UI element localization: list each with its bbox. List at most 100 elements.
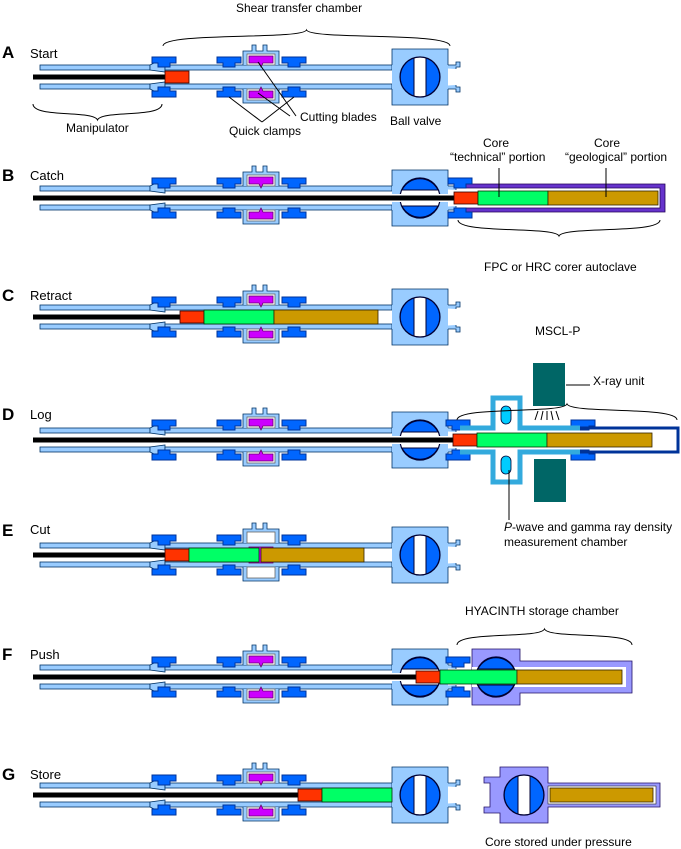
ball-valve-ball-bottom <box>401 205 439 218</box>
panel-c <box>33 284 461 346</box>
quick-clamp-2-bottom <box>216 686 242 698</box>
panel-g <box>33 762 661 824</box>
manipulator-tube-top <box>39 304 151 311</box>
panel-letter-g: G <box>2 765 15 784</box>
label-quick-clamps: Quick clamps <box>229 124 301 138</box>
quick-clamp-3-top <box>281 534 307 546</box>
quick-clamp-2-bottom <box>216 449 242 461</box>
quick-clamp-2-bottom <box>216 804 242 816</box>
core-geological <box>516 669 623 685</box>
cutting-blade-top <box>248 55 274 68</box>
label-autoclave: FPC or HRC corer autoclave <box>484 260 637 274</box>
cutting-blade-top <box>248 176 274 189</box>
xray-beams <box>534 410 560 421</box>
quick-clamp-2-top <box>216 774 242 786</box>
core-technical <box>188 547 260 563</box>
quick-clamp-1-top <box>151 296 177 308</box>
piston-head <box>453 191 479 205</box>
quick-clamp-1-bottom <box>151 86 177 98</box>
manipulator-tube-bottom <box>39 204 151 211</box>
chamber-tube-top <box>164 542 393 549</box>
core-technical <box>476 432 548 448</box>
ball-valve-ball-right <box>425 775 441 815</box>
cutting-blade-bottom <box>248 686 274 699</box>
cutting-blade-top <box>248 295 274 308</box>
piston-head <box>415 670 441 684</box>
core-geological <box>547 190 659 206</box>
chamber-tube-top <box>164 64 393 71</box>
ball-valve-ball-bottom <box>401 447 439 460</box>
core-technical <box>203 309 275 325</box>
cutting-blade-top <box>248 418 274 431</box>
panel-letter-a: A <box>2 43 14 62</box>
quick-clamp-3-bottom <box>281 449 307 461</box>
brace-manipulator <box>32 103 163 122</box>
leader-blade-1 <box>257 61 297 117</box>
quick-clamp-2-top <box>216 656 242 668</box>
quick-clamp-1-top <box>151 534 177 546</box>
manipulator-tube-bottom <box>39 561 151 568</box>
panel-title-b: Catch <box>30 168 64 183</box>
xray-detector <box>534 459 566 502</box>
quick-clamp-2-top <box>216 296 242 308</box>
cutting-blade-bottom <box>248 326 274 339</box>
chamber-tube-bottom <box>164 801 393 808</box>
panel-title-d: Log <box>30 407 52 422</box>
manipulator-tube-top <box>39 664 151 671</box>
panel-d <box>33 363 680 520</box>
quick-clamp-2-top <box>216 534 242 546</box>
manipulator-rod <box>33 674 418 680</box>
piston-head <box>297 788 323 802</box>
quick-clamp-1-top <box>151 56 177 68</box>
hyacinth-ball-bottom <box>477 684 515 697</box>
core-geological <box>546 432 653 448</box>
panel-title-a: Start <box>30 46 58 61</box>
quick-clamp-1-top <box>151 774 177 786</box>
hyacinth-stored-ball-left <box>503 775 519 815</box>
pwave-sensor-bottom <box>500 455 512 475</box>
core-technical <box>439 669 518 685</box>
panel-e <box>33 522 461 584</box>
chamber-tube-bottom <box>164 204 393 211</box>
ball-valve-ball-left <box>399 57 415 97</box>
brace-hyacinth <box>456 627 633 646</box>
quick-clamp-1-bottom <box>151 804 177 816</box>
quick-clamp-3-bottom <box>281 686 307 698</box>
manipulator-tube-top <box>39 64 151 71</box>
quick-clamp-2-top <box>216 56 242 68</box>
quick-clamp-3-bottom <box>281 564 307 576</box>
quick-clamp-2-bottom <box>216 564 242 576</box>
label-manipulator: Manipulator <box>66 121 129 135</box>
ball-valve-ball-top <box>401 178 439 191</box>
quick-clamp-3-top <box>281 177 307 189</box>
leader-blade-2 <box>257 92 291 117</box>
leader-clamp-2 <box>261 96 295 123</box>
label-pwave-rest: -wave and gamma ray density <box>512 520 672 534</box>
label-xray-unit: X-ray unit <box>593 374 645 388</box>
cutting-blade-bottom <box>248 207 274 220</box>
quick-clamp-2-bottom <box>216 207 242 219</box>
quick-clamp-3-top <box>281 656 307 668</box>
hyacinth-stored-ball-right <box>529 775 545 815</box>
label-hyacinth: HYACINTH storage chamber <box>465 604 619 618</box>
chamber-tube-bottom <box>164 323 393 330</box>
manipulator-tube-bottom <box>39 83 151 90</box>
hyacinth-clamp-top <box>445 656 471 668</box>
hyacinth-ball-top <box>477 657 515 670</box>
quick-clamp-1-bottom <box>151 207 177 219</box>
quick-clamp-1-bottom <box>151 449 177 461</box>
autoclave-clamp-top <box>447 177 473 189</box>
autoclave-clamp-bottom <box>447 207 473 219</box>
ball-valve-ball-left <box>399 297 415 337</box>
chamber-tube-top <box>164 427 393 434</box>
chamber-tube-bottom <box>164 683 393 690</box>
quick-clamp-2-bottom <box>216 326 242 338</box>
label-core-geological-1: Core <box>594 136 620 150</box>
manipulator-rod <box>33 74 165 80</box>
manipulator-tube-top <box>39 542 151 549</box>
manipulator-tube-bottom <box>39 801 151 808</box>
hyacinth-clamp-bottom <box>445 686 471 698</box>
manipulator-rod <box>33 314 180 320</box>
ball-valve-ball-bottom <box>401 684 439 697</box>
